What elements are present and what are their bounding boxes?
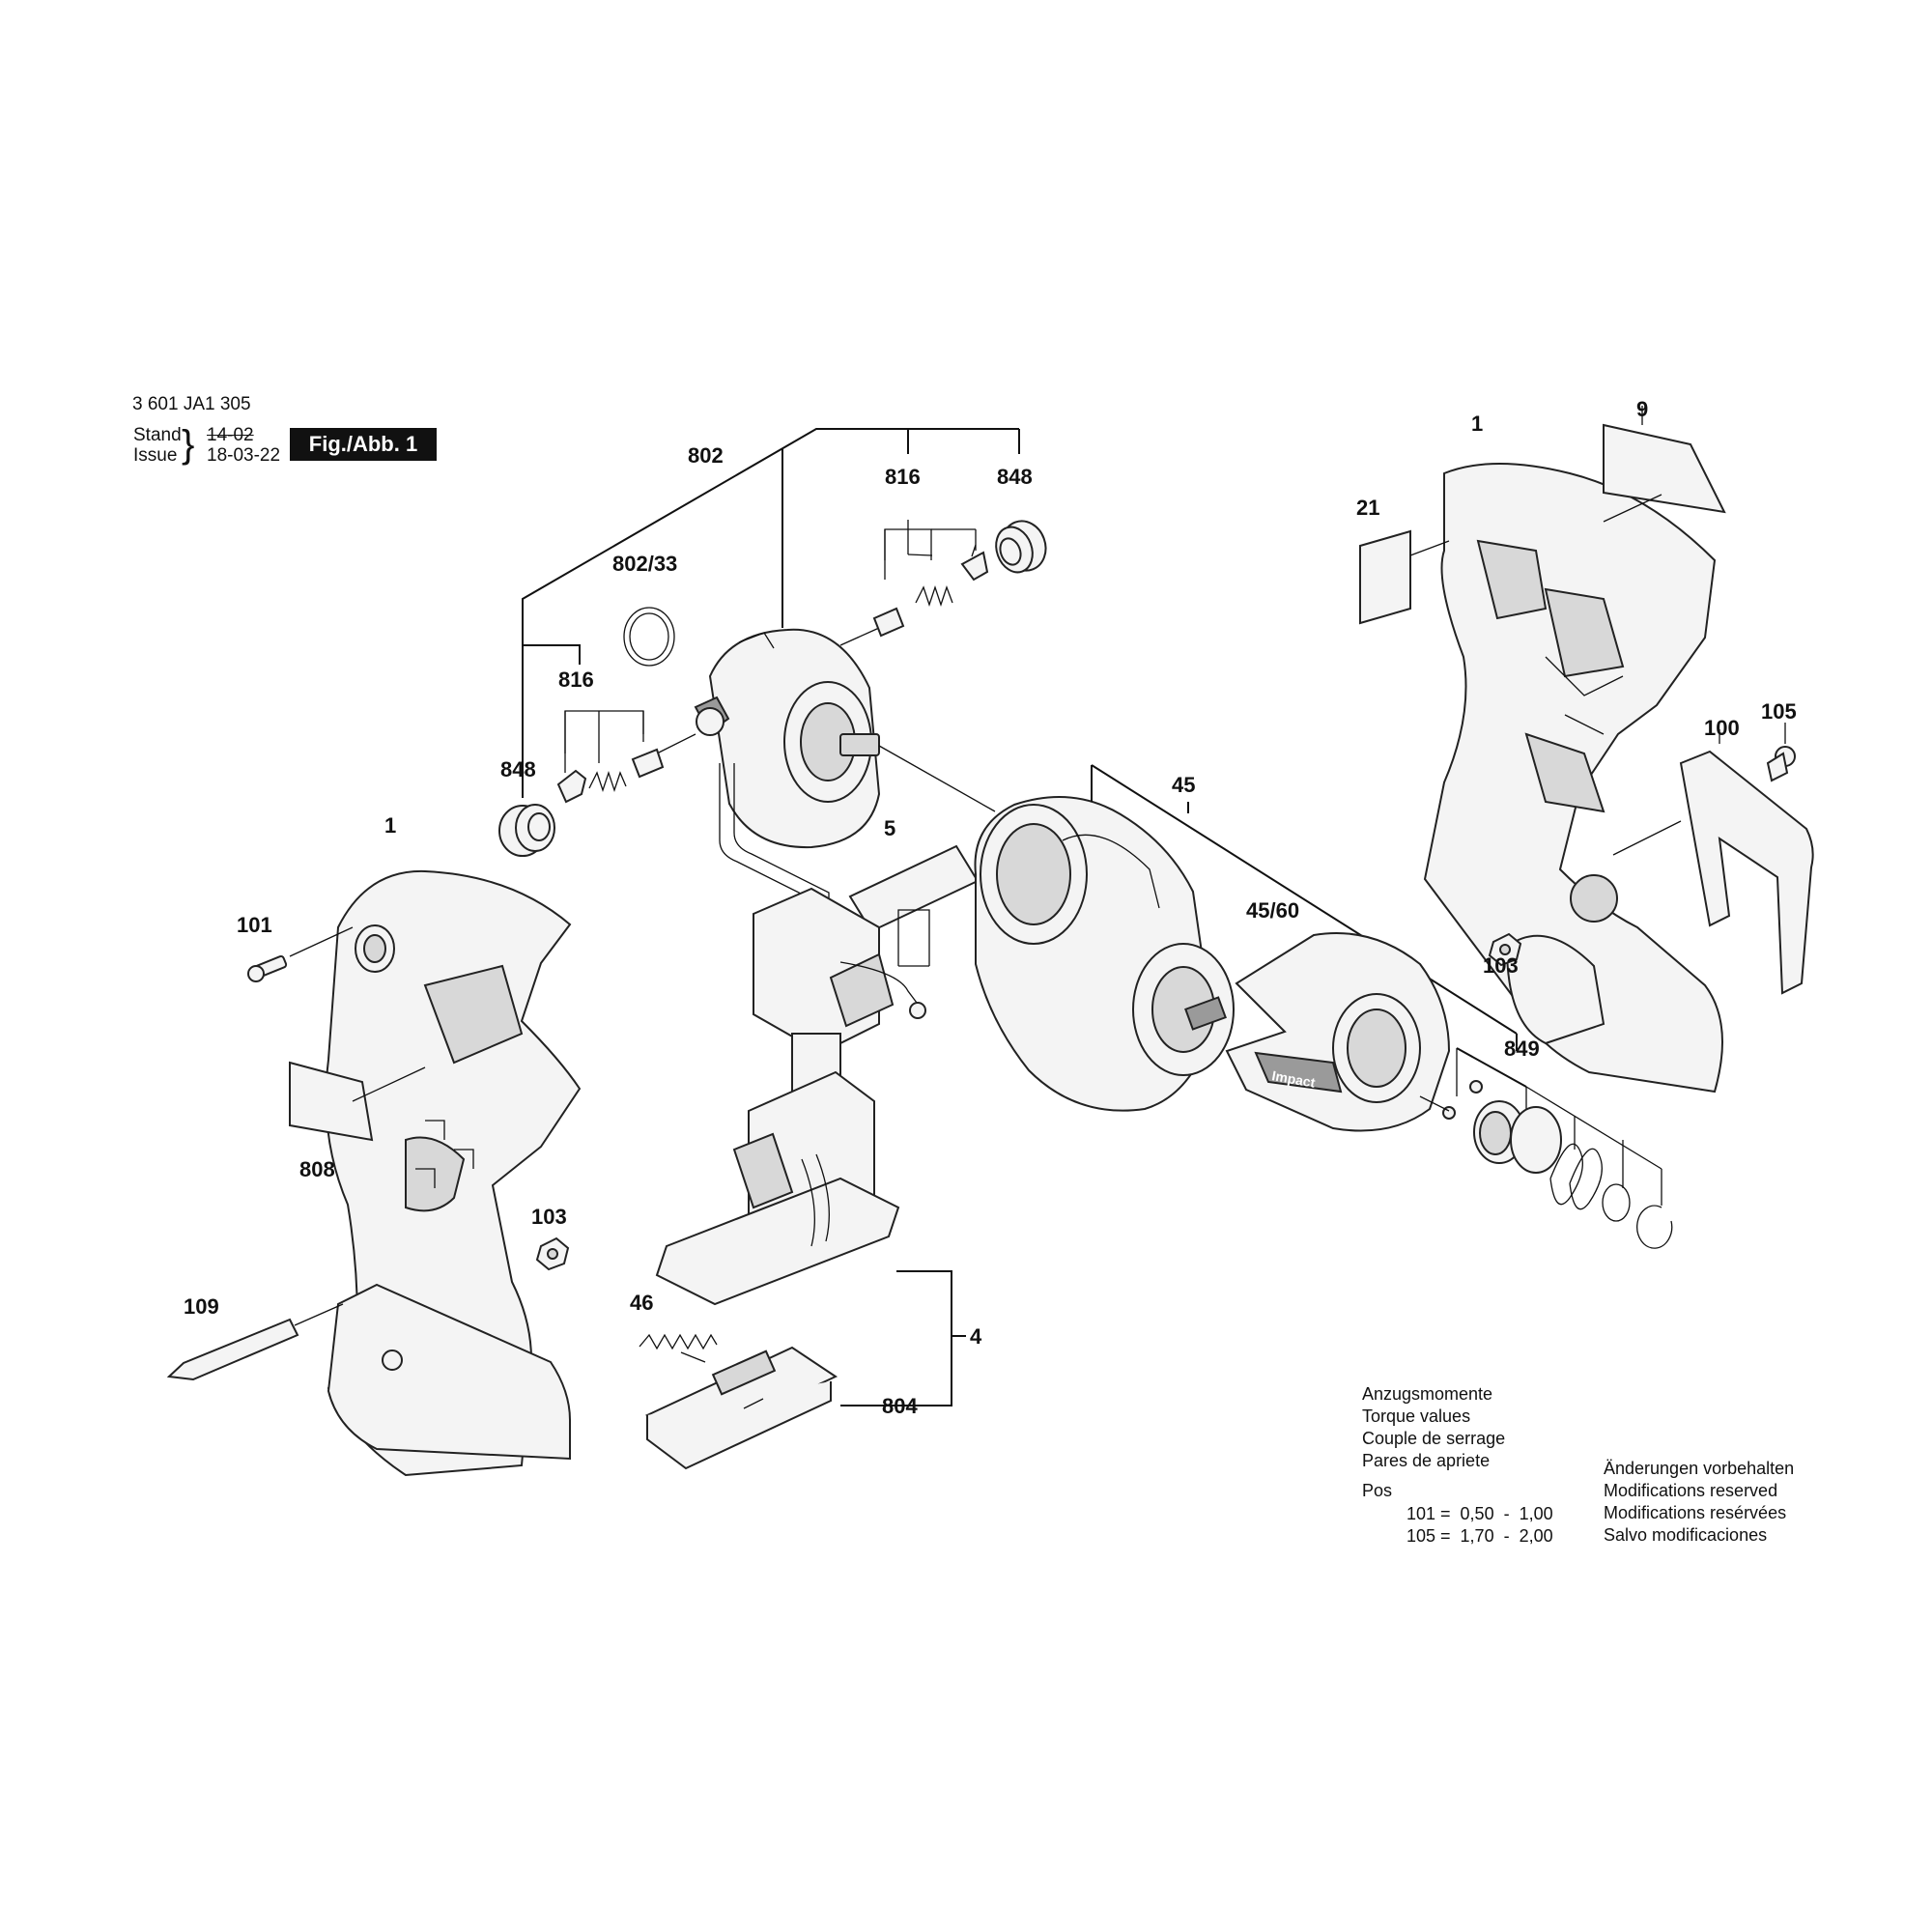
callout-101: 101 [237, 913, 272, 937]
callout-848-left: 848 [500, 757, 536, 781]
callout-105: 105 [1761, 699, 1797, 724]
label-plate-808 [289, 1061, 426, 1142]
callout-45-60: 45/60 [1246, 898, 1299, 923]
carbon-brush-icon [872, 607, 905, 638]
torque-heading-es: Pares de apriete [1362, 1451, 1491, 1470]
bearing-left [498, 804, 555, 857]
modifications-fr: Modifications resérvées [1604, 1503, 1787, 1522]
battery-contact-base [655, 1070, 900, 1306]
callout-816-left: 816 [558, 668, 594, 692]
nut-103-left [535, 1236, 570, 1271]
impact-mechanism-45 [974, 796, 1235, 1112]
bracket-4 [840, 1270, 966, 1406]
housing-right-half [1423, 463, 1723, 1094]
callout-849: 849 [1504, 1037, 1540, 1061]
brush-set-left [556, 710, 696, 804]
brace-glyph: } [182, 423, 195, 466]
callout-1-left: 1 [384, 813, 396, 838]
belt-clip-100 [1612, 729, 1814, 995]
torque-pos-label: Pos [1362, 1481, 1393, 1500]
torque-heading-en: Torque values [1362, 1406, 1471, 1426]
housing-left-half [325, 869, 582, 1477]
contact-plate-804 [644, 1346, 838, 1470]
plate-21 [1359, 529, 1450, 625]
cover-45-60: Impact [1225, 932, 1451, 1132]
torque-row-105: 105 = 1,70 - 2,00 [1406, 1526, 1553, 1546]
callout-45: 45 [1172, 773, 1195, 797]
callout-808: 808 [299, 1157, 335, 1181]
callout-5: 5 [884, 816, 895, 840]
modifications-es: Salvo modificaciones [1604, 1525, 1768, 1545]
motor-group-bracket [522, 428, 1020, 798]
bearing-top [995, 520, 1047, 574]
callout-labels: 802 816 848 802/33 816 848 1 101 808 103… [184, 397, 1797, 1418]
callout-103-right: 103 [1483, 953, 1519, 978]
impact-marking: Impact [1270, 1067, 1317, 1091]
modifications-de: Änderungen vorbehalten [1604, 1459, 1795, 1478]
issue-label: Issue [133, 445, 178, 466]
bracket-45 [1091, 764, 1518, 1051]
nut-103-right [1488, 932, 1522, 967]
screw-105 [1766, 723, 1796, 782]
motor-assembly [694, 628, 996, 939]
spring-icon [915, 584, 953, 608]
callout-848-top: 848 [997, 465, 1033, 489]
modifications-en: Modifications reserved [1604, 1481, 1778, 1500]
callout-802: 802 [688, 443, 724, 468]
callout-804: 804 [882, 1394, 918, 1418]
stand-label: Stand [133, 425, 182, 445]
brush-set-top [839, 520, 989, 646]
torque-heading-fr: Couple de serrage [1362, 1429, 1506, 1448]
document-number: 3 601 JA1 305 [132, 394, 251, 414]
bit-109 [166, 1303, 344, 1381]
old-date-struck: 14-02 [207, 425, 254, 445]
callout-802-33: 802/33 [612, 552, 677, 576]
callout-103-left: 103 [531, 1205, 567, 1229]
spring-part-46 [639, 1333, 718, 1363]
figure-label: Fig./Abb. 1 [290, 428, 437, 461]
callout-109: 109 [184, 1294, 219, 1319]
callout-9: 9 [1636, 397, 1648, 421]
switch-module [753, 887, 926, 1093]
callout-100: 100 [1704, 716, 1740, 740]
screw-101 [247, 926, 354, 982]
issue-date: 18-03-22 [207, 445, 281, 466]
callout-4: 4 [970, 1324, 982, 1349]
spindle-parts-849 [1419, 1047, 1673, 1249]
callout-1-right: 1 [1471, 412, 1483, 436]
torque-row-101: 101 = 0,50 - 1,00 [1406, 1504, 1553, 1523]
callout-816-top: 816 [885, 465, 921, 489]
brush-holder-icon [960, 544, 989, 582]
o-ring-802-33 [623, 607, 675, 667]
label-9 [1603, 406, 1726, 523]
torque-heading-de: Anzugsmomente [1362, 1384, 1493, 1404]
callout-46: 46 [630, 1291, 653, 1315]
callout-21: 21 [1356, 496, 1379, 520]
